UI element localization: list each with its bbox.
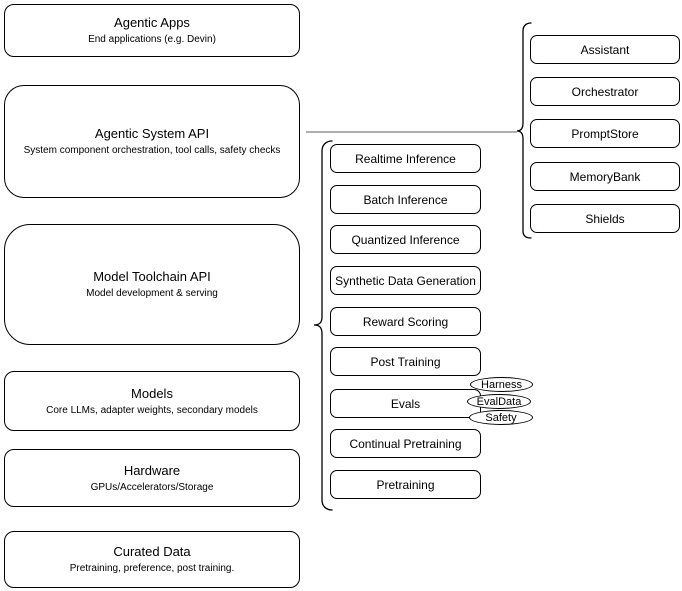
- node-curated-data: Curated Data Pretraining, preference, po…: [4, 531, 300, 588]
- node-title: Curated Data: [113, 544, 191, 559]
- node-evals: Evals: [330, 389, 481, 418]
- node-agentic-apps: Agentic Apps End applications (e.g. Devi…: [4, 4, 300, 57]
- node-reward-scoring: Reward Scoring: [330, 307, 481, 336]
- node-post-training: Post Training: [330, 347, 481, 376]
- node-shields: Shields: [530, 204, 680, 233]
- node-title: Agentic Apps: [114, 15, 190, 30]
- node-subtitle: System component orchestration, tool cal…: [23, 145, 281, 156]
- node-title: Agentic System API: [94, 126, 210, 141]
- node-memorybank: MemoryBank: [530, 162, 680, 191]
- node-quantized-inference: Quantized Inference: [330, 225, 481, 254]
- node-subtitle: GPUs/Accelerators/Storage: [90, 481, 214, 493]
- tag-evaldata: EvalData: [467, 394, 531, 409]
- node-synthetic-data-generation: Synthetic Data Generation: [330, 266, 481, 295]
- node-model-toolchain-api: Model Toolchain API Model development & …: [4, 224, 300, 345]
- node-models: Models Core LLMs, adapter weights, secon…: [4, 371, 300, 431]
- node-realtime-inference: Realtime Inference: [330, 144, 481, 173]
- node-title: Models: [131, 385, 173, 401]
- node-subtitle: Core LLMs, adapter weights, secondary mo…: [46, 404, 258, 416]
- toolchain-brace: [313, 140, 333, 511]
- node-agentic-system-api: Agentic System API System component orch…: [4, 85, 300, 198]
- node-title: Hardware: [123, 462, 181, 478]
- node-title: Model Toolchain API: [93, 269, 211, 284]
- node-orchestrator: Orchestrator: [530, 77, 680, 106]
- tag-harness: Harness: [470, 377, 533, 392]
- system-components-brace: [516, 22, 532, 239]
- node-subtitle: Pretraining, preference, post training.: [69, 563, 235, 574]
- node-hardware: Hardware GPUs/Accelerators/Storage: [4, 449, 300, 507]
- node-assistant: Assistant: [530, 35, 680, 64]
- node-subtitle: End applications (e.g. Devin): [88, 34, 216, 45]
- node-promptstore: PromptStore: [530, 119, 680, 148]
- node-batch-inference: Batch Inference: [330, 185, 481, 214]
- node-pretraining: Pretraining: [330, 470, 481, 499]
- tag-safety: Safety: [469, 410, 533, 425]
- node-continual-pretraining: Continual Pretraining: [330, 429, 481, 458]
- node-subtitle: Model development & serving: [86, 288, 218, 299]
